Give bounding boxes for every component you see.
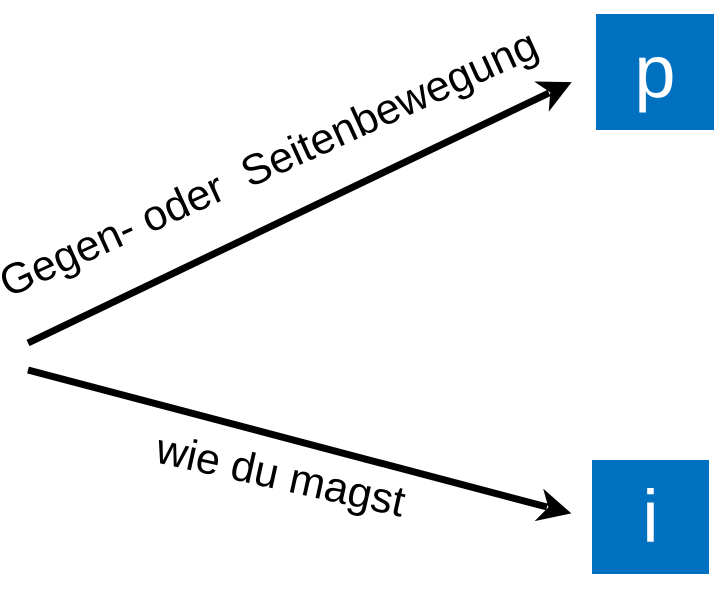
upper-arrow — [26, 81, 572, 347]
node-p: p — [596, 14, 714, 130]
node-p-label: p — [634, 30, 676, 113]
lower-arrow — [27, 366, 572, 522]
node-i-label: i — [642, 475, 659, 558]
upper-arrow-label: Gegen- oder Seitenbewegung — [0, 21, 545, 308]
node-i: i — [592, 460, 709, 574]
